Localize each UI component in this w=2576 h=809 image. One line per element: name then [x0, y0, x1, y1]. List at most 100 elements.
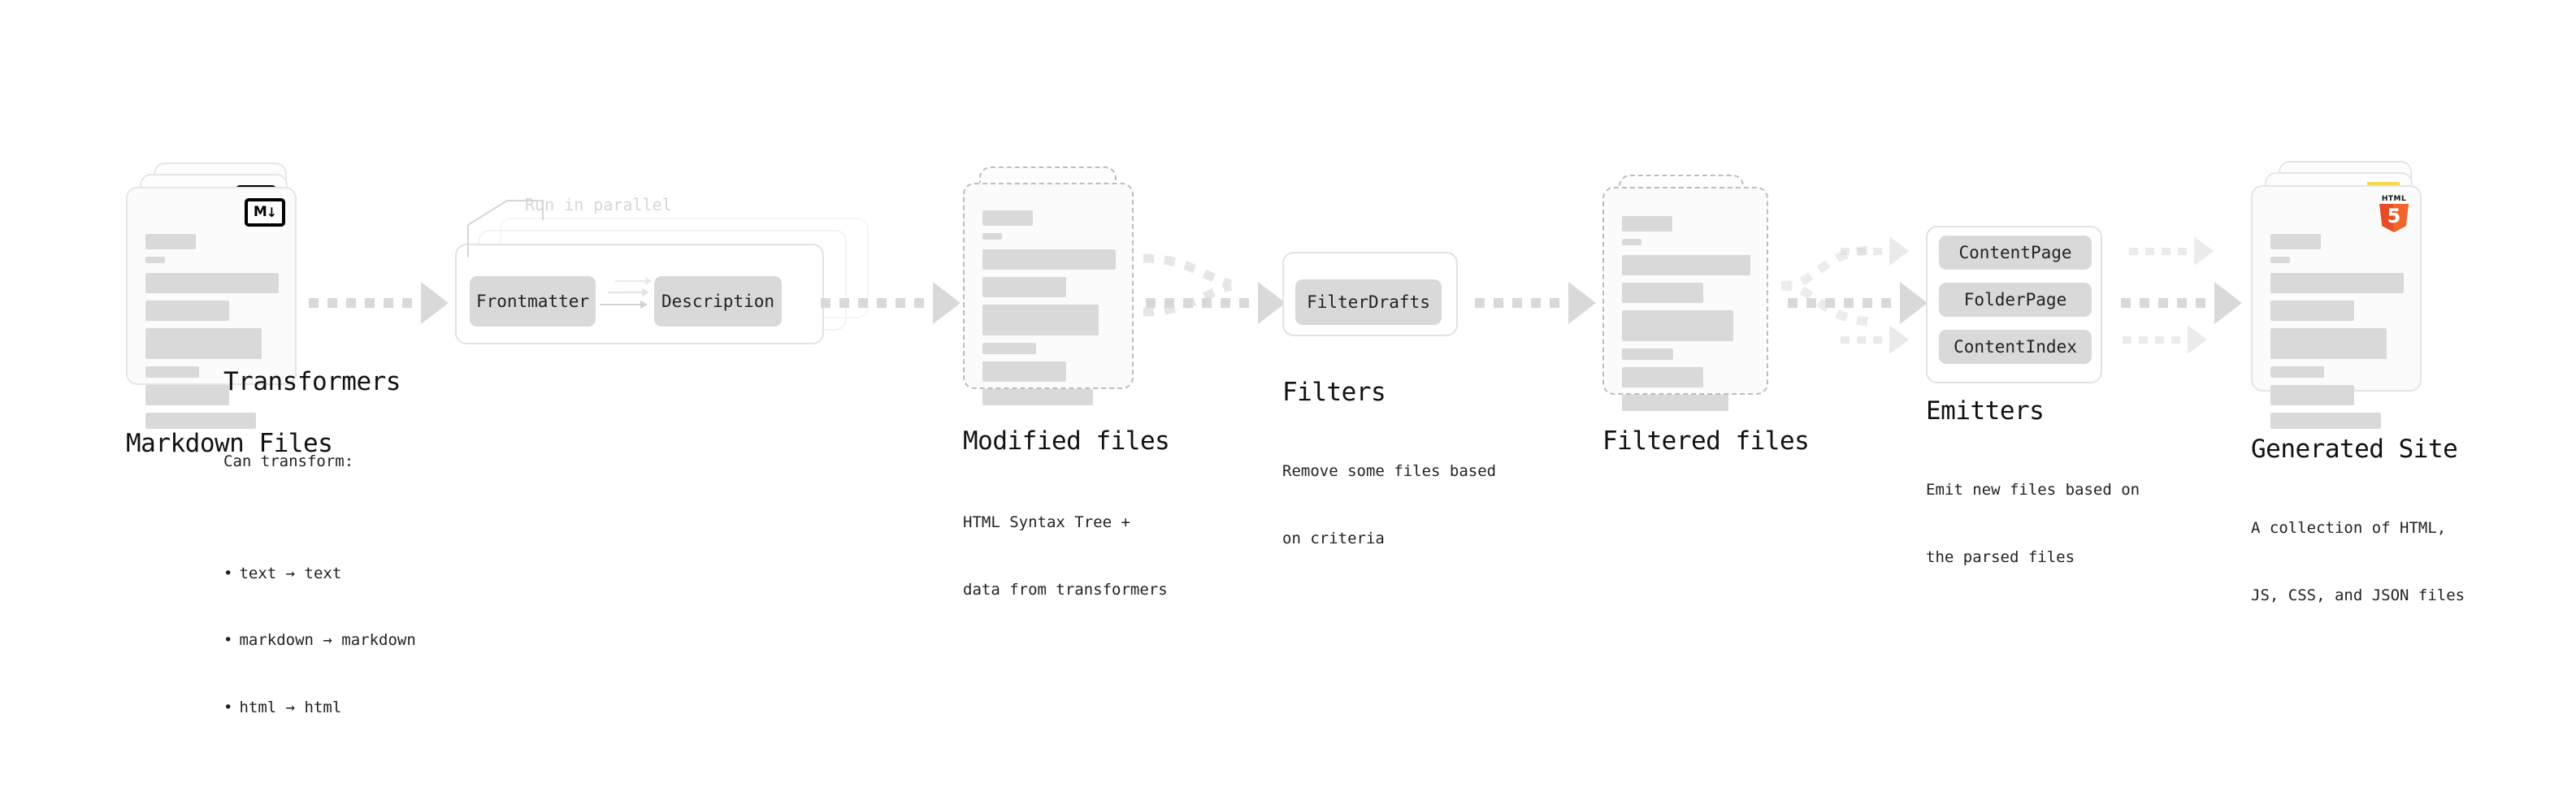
- html5-icon: HTML 5: [2378, 195, 2410, 232]
- flow-arrow-1: [309, 282, 449, 324]
- arrow-dash: [1221, 298, 1230, 308]
- arrow-dash: [858, 298, 868, 308]
- doc-bar: [145, 328, 262, 359]
- run-in-parallel-label: Run in parallel: [525, 195, 672, 214]
- chip-filterdrafts[interactable]: FilterDrafts: [1295, 279, 1442, 325]
- doc-bar: [982, 277, 1067, 297]
- arrow-dash: [821, 298, 830, 308]
- arrow-head: [2214, 282, 2242, 324]
- filters-desc-line: Remove some files based: [1282, 462, 1497, 481]
- doc-bar: [2270, 385, 2355, 405]
- arrow-dash: [1844, 298, 1854, 308]
- arrow-dash: [2140, 298, 2149, 308]
- generated-site-stack: CSS HTML 5: [2251, 161, 2446, 429]
- doc-bar: [982, 233, 1002, 240]
- arrow-dash: [1806, 298, 1816, 308]
- arrow-dash: [2177, 298, 2187, 308]
- arrow-head: [2188, 325, 2207, 354]
- doc-bar: [145, 366, 199, 378]
- chip-contentindex[interactable]: ContentIndex: [1939, 330, 2092, 364]
- arrow-dash: [1825, 298, 1835, 308]
- arrow-dash: [1239, 298, 1249, 308]
- filtered-files-stack: [1602, 175, 1789, 411]
- arrow-dash: [327, 298, 337, 308]
- arrow-dash: [2158, 298, 2168, 308]
- markdown-icon-m: M: [253, 204, 267, 220]
- html5-icon-shield-inner: [2393, 204, 2409, 232]
- arrow-dash: [2129, 247, 2138, 255]
- doc-bar: [982, 210, 1033, 226]
- transformer-inner-arrow-3: [600, 301, 648, 309]
- doc-bar: [2270, 257, 2290, 263]
- chip-contentpage[interactable]: ContentPage: [1939, 236, 2092, 270]
- arrow-dash: [1841, 335, 1850, 344]
- doc-content: [145, 234, 279, 436]
- doc-content: [982, 210, 1116, 413]
- doc-content: [1622, 216, 1750, 418]
- arrow-dash: [2121, 298, 2131, 308]
- flow-arrow-5-bottom: [1841, 325, 1909, 354]
- chip-folderpage[interactable]: FolderPage: [1939, 283, 2092, 317]
- arrow-dash: [309, 298, 319, 308]
- transformers-bullets: text → text markdown → markdown html → h…: [223, 518, 415, 764]
- markdown-doc-front: M↓: [126, 187, 297, 429]
- doc-bar: [1622, 395, 1729, 411]
- doc-bar: [982, 389, 1094, 405]
- doc-bar: [982, 361, 1067, 382]
- chip-label: Frontmatter: [475, 292, 590, 311]
- doc-bar: [145, 257, 165, 263]
- doc-bar: [982, 305, 1099, 335]
- arrow-head: [1889, 236, 1909, 266]
- doc-bar: [1622, 367, 1703, 387]
- flow-arrow-5-mid: [1788, 282, 1928, 324]
- emitters-description: Emit new files based on the parsed files: [1926, 435, 2140, 613]
- doc-bar: [145, 301, 230, 321]
- arrow-dash: [1164, 298, 1174, 308]
- arrow-dash: [1841, 247, 1850, 255]
- arrow-head: [1258, 282, 1286, 324]
- arrow-dash: [1531, 298, 1541, 308]
- arrow-dash: [1881, 298, 1891, 308]
- arrow-dash: [877, 298, 887, 308]
- modified-doc-front: [963, 183, 1134, 405]
- run-in-parallel-bracket: [467, 200, 544, 257]
- modified-files-desc-line: data from transformers: [963, 580, 1168, 599]
- arrow-head: [933, 282, 961, 324]
- doc-bar: [2270, 301, 2355, 321]
- stage-title-filters: Filters: [1282, 378, 1386, 407]
- stage-title-transformers: Transformers: [223, 367, 401, 396]
- chip-label: FilterDrafts: [1307, 292, 1430, 312]
- arrow-dash: [1873, 335, 1882, 344]
- chip-label: FolderPage: [1963, 290, 2067, 309]
- doc-bar: [145, 413, 257, 429]
- transformer-inner-arrow-2: [608, 288, 649, 296]
- flow-arrow-2: [821, 282, 961, 324]
- doc-bar: [2270, 413, 2382, 429]
- flow-arrow-6-top: [2129, 236, 2214, 266]
- arrow-dash: [2196, 298, 2205, 308]
- arrow-dash: [402, 298, 412, 308]
- flow-arrow-6-bottom: [2123, 325, 2207, 354]
- arrow-dash: [365, 298, 375, 308]
- arrow-dash: [2155, 335, 2164, 344]
- arrow-dash: [1146, 298, 1156, 308]
- transformers-description: Can transform: text → text markdown → ma…: [223, 406, 416, 809]
- doc-bar: [1622, 239, 1641, 245]
- arrow-head: [1889, 325, 1909, 354]
- chip-description[interactable]: Description: [654, 276, 782, 327]
- doc-bar: [2270, 234, 2321, 249]
- chip-frontmatter[interactable]: Frontmatter: [470, 276, 596, 327]
- arrow-head: [421, 282, 449, 324]
- arrow-dash: [2162, 247, 2171, 255]
- transformer-inner-arrow-1: [615, 277, 653, 285]
- arrow-dash: [1550, 298, 1559, 308]
- stage-title-markdown-files: Markdown Files: [126, 429, 333, 458]
- doc-bar: [982, 249, 1116, 270]
- flow-arrow-6-mid: [2121, 282, 2242, 324]
- stage-title-filtered-files: Filtered files: [1602, 426, 1810, 456]
- arrow-dash: [2178, 247, 2187, 255]
- chip-label: Description: [661, 292, 775, 311]
- arrow-dash: [384, 298, 393, 308]
- arrow-head: [1568, 282, 1596, 324]
- arrow-head: [2194, 236, 2214, 266]
